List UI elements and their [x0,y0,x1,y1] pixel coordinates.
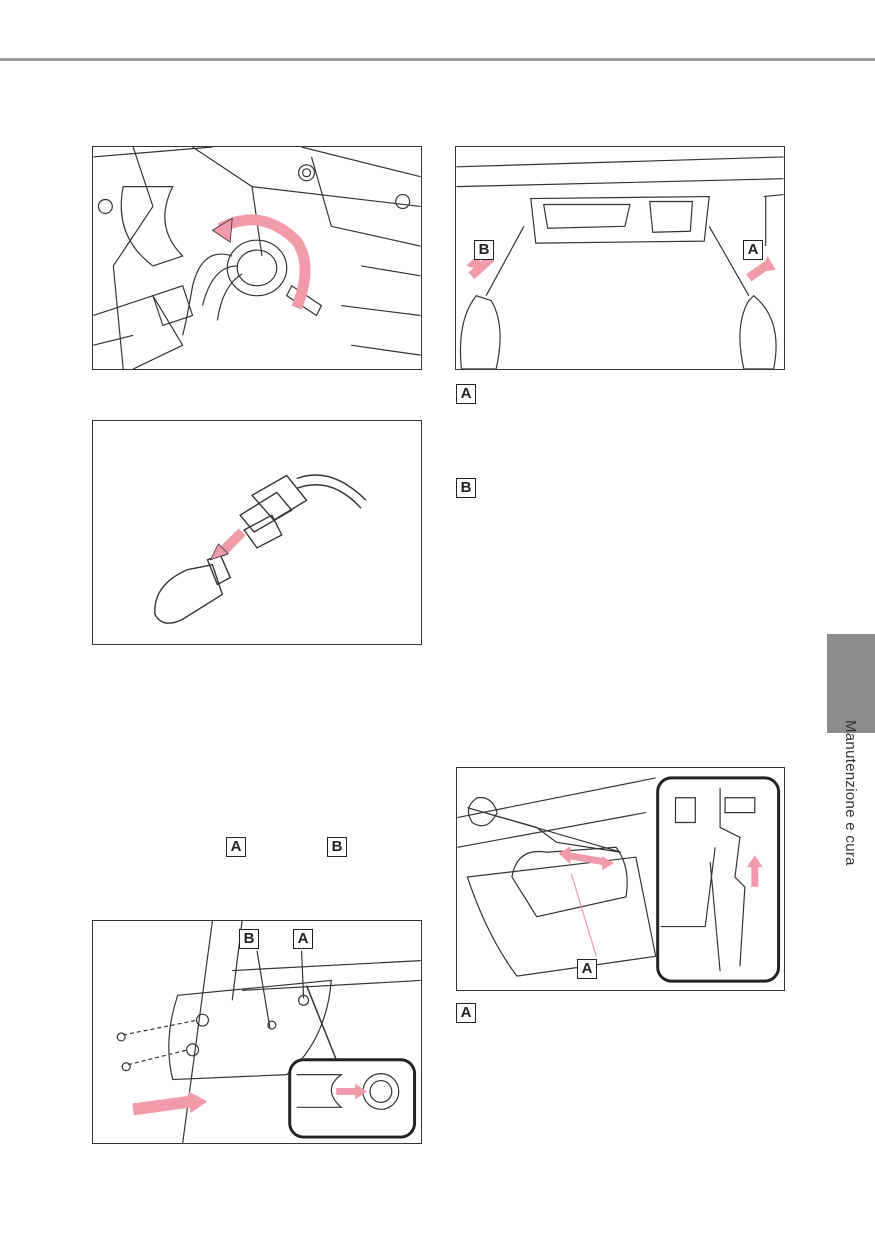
bulb-removal-drawing [154,474,367,624]
socket-twist-illustration [92,146,422,370]
label-b-badge: B [474,240,494,260]
section-tab [827,634,875,733]
top-rule [0,58,875,61]
label-a-badge: A [293,929,313,949]
legend-label-a-2: A [456,1003,476,1023]
lamp-cover-screwdriver-illustration: B A [455,146,785,370]
rear-lamp-drawing [116,921,421,1143]
label-a-badge: A [577,959,597,979]
legend-label-a: A [456,384,476,404]
inline-label-b: B [327,837,347,857]
inline-label-a: A [226,837,246,857]
socket-twist-drawing [93,147,421,369]
lens-tab-screwdriver-illustration: A [456,767,785,991]
label-b-badge: B [239,929,259,949]
section-tab-label: Manutenzione e cura [842,720,859,866]
rear-lamp-assembly-illustration: B A [92,920,422,1144]
lamp-cover-drawing [456,156,784,369]
lens-tab-drawing [457,776,781,983]
label-a-badge: A [743,240,763,260]
bulb-removal-illustration [92,420,422,645]
legend-label-b: B [456,478,476,498]
